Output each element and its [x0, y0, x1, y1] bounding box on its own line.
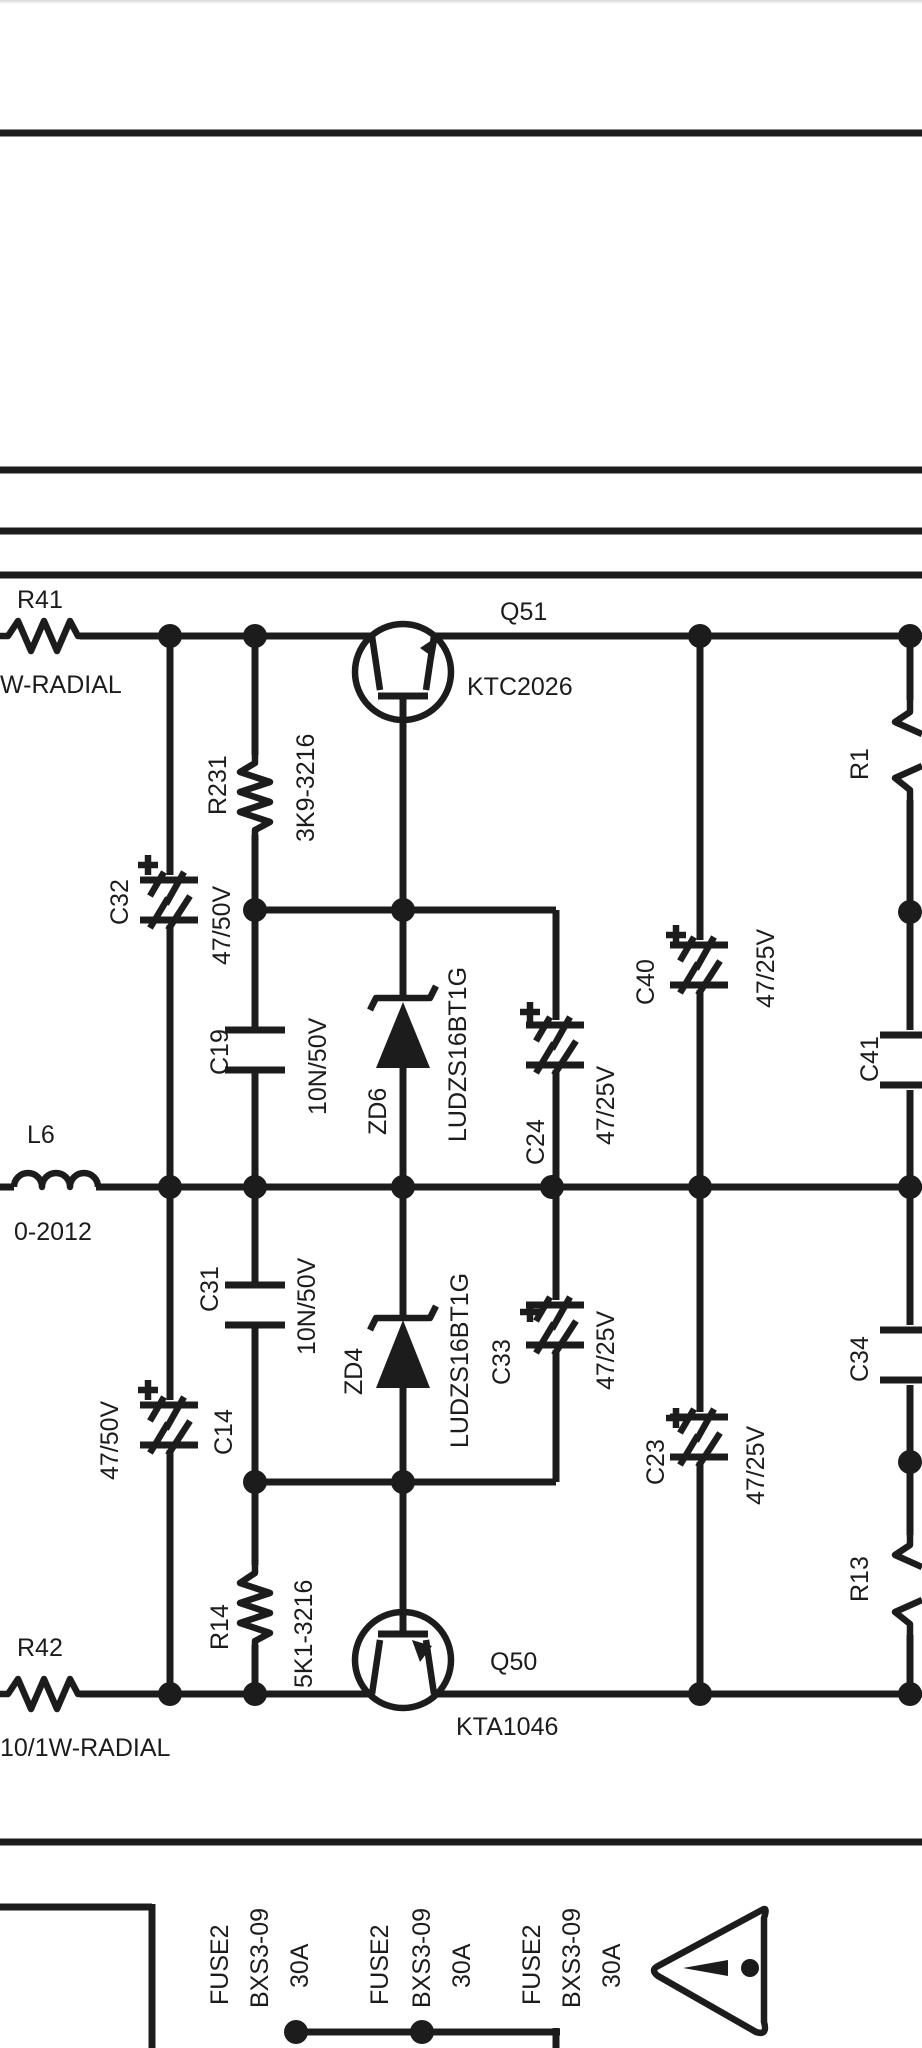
capacitor-c24: C24 47/25V [520, 1002, 620, 1165]
c31-value: 10N/50V [293, 1257, 321, 1355]
c14-value: 47/50V [96, 1400, 124, 1480]
warning-triangle-icon [650, 1905, 769, 2037]
c14-ref: C14 [210, 1409, 238, 1455]
c40-ref: C40 [632, 959, 660, 1005]
c41-ref: C41 [856, 1036, 884, 1082]
resistor-r1: R1 [846, 700, 922, 800]
junction-dots [158, 624, 922, 2044]
fuse-1: FUSE2 BXS3-09 30A [206, 1908, 314, 2008]
r1-ref: R1 [846, 748, 874, 780]
resistor-r41: R41 W-RADIAL [0, 586, 122, 699]
resistor-r13: R13 [846, 1535, 922, 1635]
top-edge-shadow [0, 0, 922, 4]
c33-ref: C33 [488, 1339, 516, 1385]
r41-ref: R41 [17, 586, 63, 614]
l6-ref: L6 [27, 1121, 55, 1149]
c40-value: 47/25V [752, 928, 780, 1008]
r13-ref: R13 [846, 1556, 874, 1602]
capacitor-c33: C33 47/25V [488, 1295, 620, 1390]
r231-ref: R231 [204, 755, 232, 815]
r42-value: 10/1W-RADIAL [0, 1734, 171, 1762]
r231-value: 3K9-3216 [292, 734, 320, 842]
r14-ref: R14 [206, 1604, 234, 1650]
c23-ref: C23 [642, 1439, 670, 1485]
capacitor-c34: C34 [846, 1326, 922, 1384]
c19-value: 10N/50V [304, 1017, 332, 1115]
c32-ref: C32 [106, 879, 134, 925]
zener-zd6: ZD6 LUDZS16BT1G [364, 967, 472, 1142]
capacitor-c23: C23 47/25V [642, 1407, 770, 1505]
capacitor-c19: C19 10N/50V [206, 1017, 332, 1115]
fuse-2-ref: FUSE2 [366, 1924, 394, 2005]
capacitor-c31: C31 10N/50V [196, 1257, 321, 1355]
zd6-ref: ZD6 [364, 1088, 392, 1135]
resistor-r14: R14 5K1-3216 [206, 1565, 318, 1688]
fuse-1-rating: 30A [286, 1943, 314, 1988]
fuse-3-ref: FUSE2 [518, 1924, 546, 2005]
q50-ref: Q50 [490, 1648, 537, 1676]
frame-lines [0, 129, 922, 1846]
capacitor-c41: C41 [856, 1031, 922, 1089]
inductor-l6: L6 0-2012 [0, 1121, 102, 1246]
zener-zd4: ZD4 LUDZS16BT1G [340, 1273, 474, 1448]
fuse-1-ref: FUSE2 [206, 1924, 234, 2005]
fuse-3: FUSE2 BXS3-09 30A [518, 1908, 626, 2008]
transistor-q50: Q50 KTA1046 [351, 1608, 558, 1741]
c34-ref: C34 [846, 1336, 874, 1382]
fuse-3-rating: 30A [598, 1943, 626, 1988]
capacitor-c14: 47/50V C14 [96, 1380, 238, 1480]
c24-ref: C24 [522, 1119, 550, 1165]
resistor-r231: R231 3K9-3216 [204, 734, 320, 842]
capacitor-c40: C40 47/25V [632, 925, 780, 1008]
zd6-value: LUDZS16BT1G [444, 967, 472, 1142]
fuse-2-part: BXS3-09 [408, 1908, 436, 2008]
zd4-value: LUDZS16BT1G [446, 1273, 474, 1448]
q51-value: KTC2026 [467, 673, 573, 701]
fuse-3-part: BXS3-09 [558, 1908, 586, 2008]
zd4-ref: ZD4 [340, 1348, 368, 1395]
r41-value: W-RADIAL [0, 671, 122, 699]
q51-ref: Q51 [500, 598, 547, 626]
l6-value: 0-2012 [14, 1218, 92, 1246]
fuse-2-rating: 30A [448, 1943, 476, 1988]
c23-value: 47/25V [742, 1425, 770, 1505]
fuse-2: FUSE2 BXS3-09 30A [366, 1908, 476, 2008]
fuse-1-part: BXS3-09 [246, 1908, 274, 2008]
capacitor-c32: C32 47/50V [106, 855, 236, 965]
c31-ref: C31 [196, 1266, 224, 1312]
r14-value: 5K1-3216 [290, 1580, 318, 1688]
q50-value: KTA1046 [456, 1713, 558, 1741]
resistor-r42: R42 10/1W-RADIAL [0, 1634, 171, 1762]
c33-value: 47/25V [592, 1310, 620, 1390]
c32-value: 47/50V [208, 885, 236, 965]
r42-ref: R42 [17, 1634, 63, 1662]
transistor-q51: Q51 KTC2026 [351, 598, 573, 724]
c24-value: 47/25V [592, 1065, 620, 1145]
c19-ref: C19 [206, 1029, 234, 1075]
